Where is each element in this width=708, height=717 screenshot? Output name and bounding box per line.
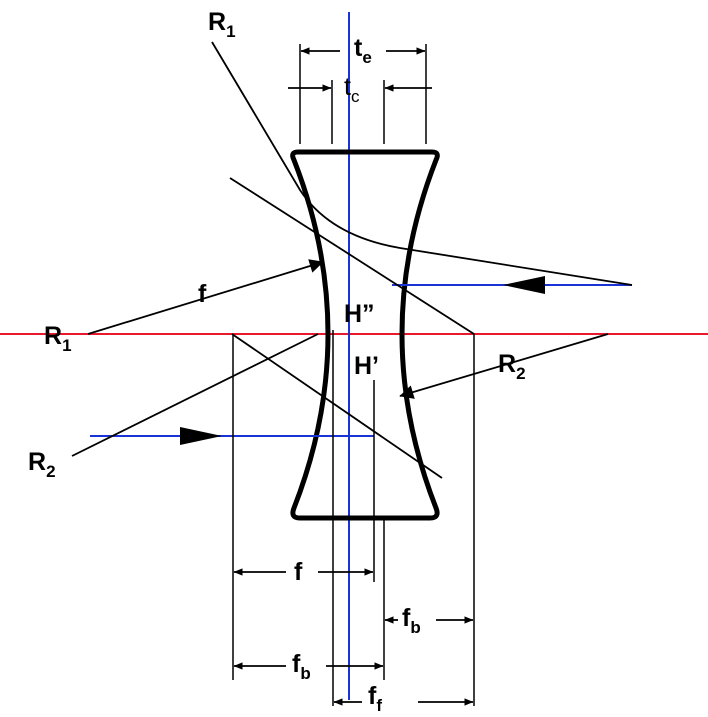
lens-outline <box>290 149 440 521</box>
label-f-left: f <box>198 280 207 308</box>
lower-diagonal-ray <box>231 333 443 479</box>
r1-radius-curve <box>211 41 633 286</box>
label-f-bottom: f <box>294 558 303 586</box>
label-fb-right: fb <box>402 604 421 637</box>
f-leader <box>87 259 324 335</box>
label-ff: ff <box>368 682 382 715</box>
upper-ray-arrow <box>503 276 545 294</box>
label-h-prime: H’ <box>354 352 379 380</box>
label-r1-left: R1 <box>44 322 72 355</box>
label-r1-top: R1 <box>208 8 236 41</box>
lower-ray-arrow <box>180 427 222 445</box>
label-te: te <box>354 34 372 67</box>
r2-right-leader <box>399 333 609 399</box>
upper-diagonal-ray <box>229 177 475 335</box>
label-fb-left: fb <box>292 650 311 683</box>
label-r2-right: R2 <box>498 350 526 383</box>
label-h-double-prime: H” <box>344 300 375 328</box>
label-r2-left: R2 <box>28 448 56 481</box>
label-tc: tc <box>344 73 360 106</box>
r2-left-leader <box>71 333 319 457</box>
